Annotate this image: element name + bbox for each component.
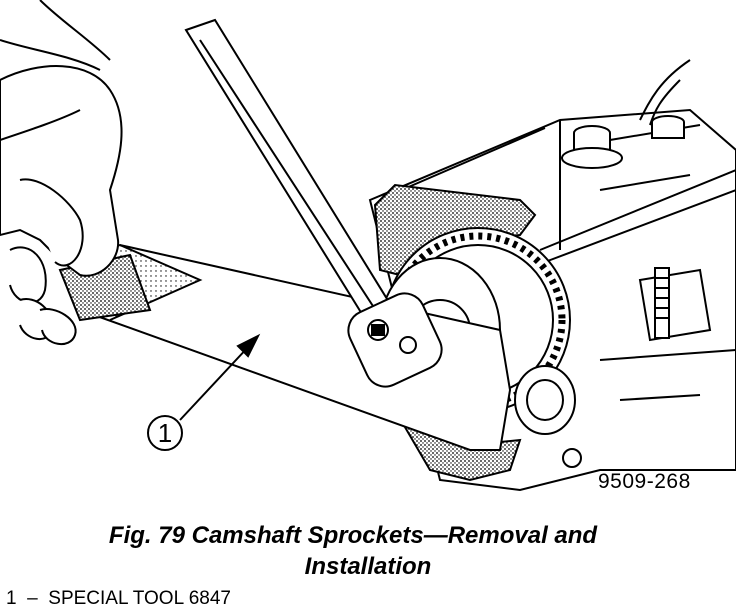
callout-1: 1 [147, 415, 183, 451]
technical-illustration: 1 [0, 0, 736, 492]
caption-line-1: Fig. 79 Camshaft Sprockets—Removal and [108, 522, 598, 549]
legend-number: 1 [6, 588, 17, 609]
callout-1-number: 1 [158, 418, 172, 448]
callout-leader [179, 333, 261, 421]
hand [0, 0, 123, 345]
figure-caption: Fig. 79 Camshaft Sprockets—Removal and I… [0, 520, 736, 582]
legend-separator: – [27, 588, 38, 609]
breaker-bar [184, 18, 443, 388]
legend-item: 1 – SPECIAL TOOL 6847 [6, 588, 231, 610]
figure-id: 9509-268 [598, 470, 691, 493]
stud [654, 267, 670, 339]
legend-text: SPECIAL TOOL 6847 [48, 588, 231, 609]
caption-line-2: Installation [304, 553, 432, 580]
valve-cover-caps [561, 115, 685, 169]
